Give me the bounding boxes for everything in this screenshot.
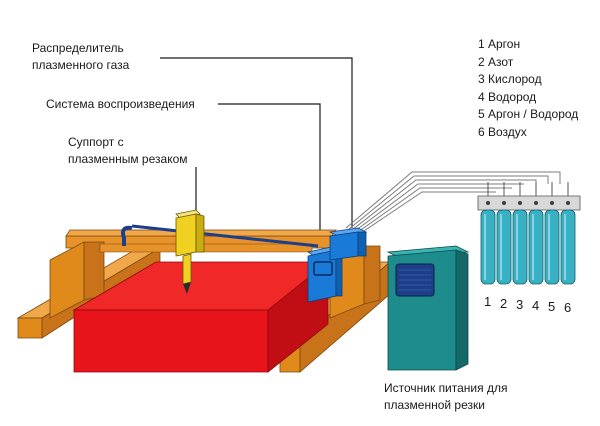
cylinder-number: 2: [500, 296, 508, 311]
gas-list: 1 Аргон 2 Азот 3 Кислород 4 Водород 5 Ар…: [478, 36, 578, 142]
gas-list-item: 2 Азот: [478, 54, 514, 69]
label-power-source-line1: Источник питания для: [384, 381, 508, 395]
gas-cylinder-3: [512, 182, 528, 285]
label-gas-distributor: Распределитель плазменного газа: [32, 40, 129, 74]
cylinder-number: 3: [516, 297, 524, 312]
label-carriage-line1: Суппорт с: [68, 135, 124, 149]
power-source-unit: [386, 245, 470, 371]
cylinder-number: 1: [484, 294, 492, 309]
gas-cylinder-4: [528, 182, 544, 285]
torch-carriage: [175, 209, 205, 294]
gas-list-item: 1 Аргон: [478, 37, 521, 51]
cylinder-number: 4: [532, 298, 540, 313]
label-carriage: Суппорт с плазменным резаком: [68, 134, 188, 168]
gas-cylinder-5: [544, 182, 560, 285]
gas-list-item: 5 Аргон / Водород: [478, 107, 579, 122]
gas-list-item: 4 Водород: [478, 89, 537, 104]
gas-distributor-box: [328, 227, 368, 261]
cylinder-number: 6: [564, 300, 572, 315]
cutting-table: [72, 261, 330, 373]
gas-hoses: [345, 171, 561, 234]
label-playback-system: Система воспроизведения: [46, 97, 195, 111]
label-power-source: Источник питания для плазменной резки: [384, 380, 507, 414]
label-gas-distributor-line2: плазменного газа: [32, 58, 130, 72]
gas-cylinder-2: [496, 182, 512, 285]
label-power-source-line2: плазменной резки: [384, 398, 485, 412]
leader-gas-distributor: [160, 57, 353, 228]
gas-list-item: 3 Кислород: [478, 72, 542, 87]
label-carriage-line2: плазменным резаком: [68, 152, 188, 166]
gas-cylinder-1: [480, 182, 496, 285]
gas-list-item: 6 Воздух: [478, 124, 527, 139]
gas-cylinder-6: [560, 182, 576, 285]
cylinder-number: 5: [548, 299, 556, 314]
leader-lines: [160, 57, 353, 248]
gas-manifold: [477, 195, 581, 211]
gas-cylinders: [480, 182, 576, 285]
label-gas-distributor-line1: Распределитель: [32, 41, 124, 55]
leader-playback-system: [218, 103, 321, 248]
